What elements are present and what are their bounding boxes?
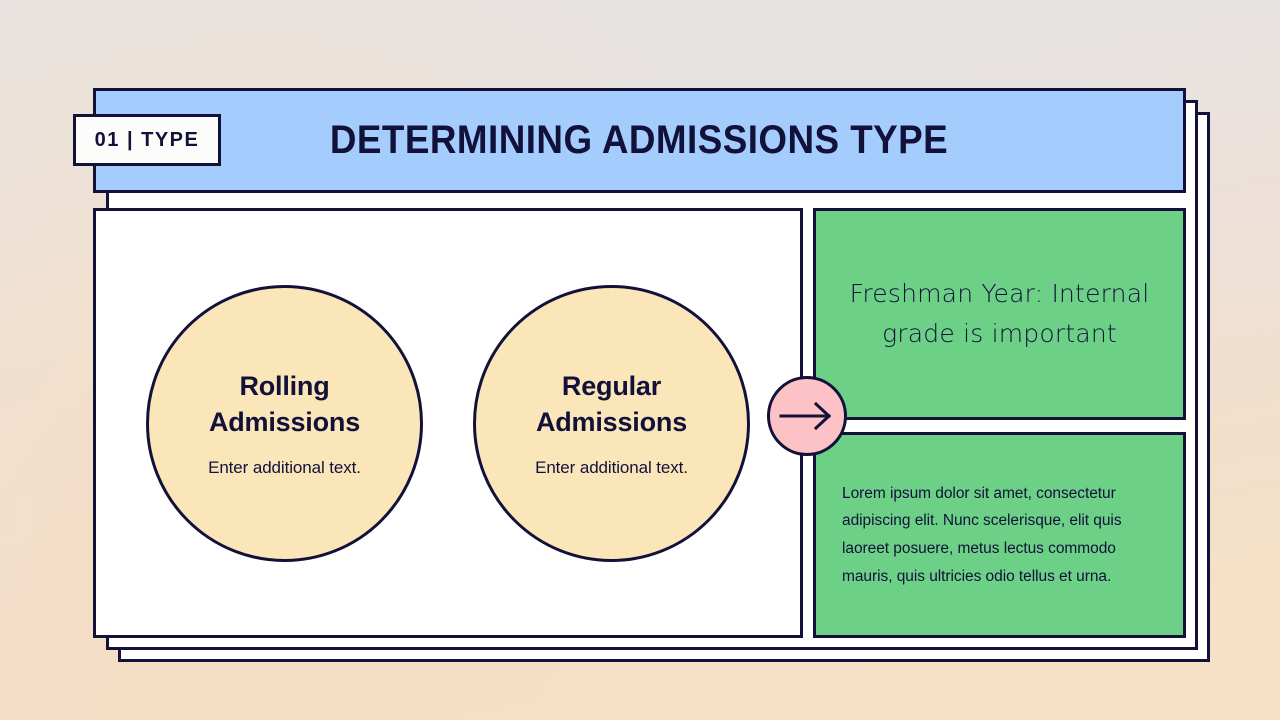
option-bubble-regular[interactable]: Regular Admissions Enter additional text… [473, 284, 750, 562]
section-badge[interactable]: 01 | TYPE [73, 114, 221, 166]
description-panel: Lorem ipsum dolor sit amet, consectetur … [813, 432, 1186, 638]
option-bubble-title: Rolling Admissions [209, 368, 360, 441]
slide-body: Rolling Admissions Enter additional text… [93, 208, 1186, 638]
arrow-right-icon [767, 376, 847, 456]
option-bubble-subtitle: Enter additional text. [535, 458, 688, 478]
option-bubble-title-line1: Rolling [239, 370, 330, 401]
slide-header-bar: DETERMINING ADMISSIONS TYPE [93, 88, 1186, 193]
highlight-panel: Freshman Year: Internal grade is importa… [813, 208, 1186, 420]
option-bubble-rolling[interactable]: Rolling Admissions Enter additional text… [146, 284, 423, 562]
option-bubble-title-line2: Admissions [208, 407, 361, 437]
option-bubble-title: Regular Admissions [536, 368, 687, 441]
slide-card: DETERMINING ADMISSIONS TYPE 01 | TYPE Ro… [73, 88, 1186, 638]
option-bubble-subtitle: Enter additional text. [208, 458, 361, 478]
option-bubble-title-line2: Admissions [535, 407, 688, 437]
outcome-panels: Freshman Year: Internal grade is importa… [813, 208, 1186, 638]
section-badge-label: 01 | TYPE [94, 128, 200, 151]
option-bubble-title-line1: Regular [561, 370, 662, 401]
admissions-options-panel: Rolling Admissions Enter additional text… [93, 208, 803, 638]
description-panel-text: Lorem ipsum dolor sit amet, consectetur … [842, 484, 1122, 585]
page-title: DETERMINING ADMISSIONS TYPE [330, 118, 949, 162]
highlight-panel-text: Freshman Year: Internal grade is importa… [849, 278, 1150, 349]
